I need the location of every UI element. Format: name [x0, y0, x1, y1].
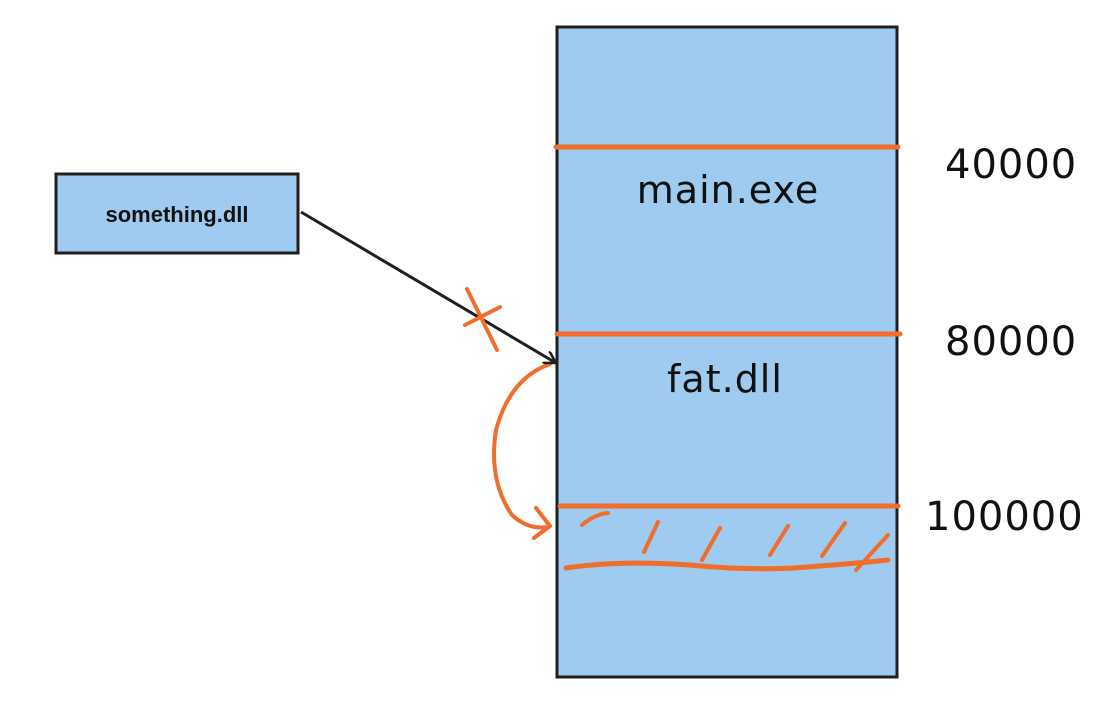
target-region: [557, 503, 901, 572]
hatch-marks: [580, 511, 890, 572]
address-label-fat: 80000: [945, 319, 1077, 365]
memory-column: [555, 25, 899, 679]
address-label-main: 40000: [945, 142, 1077, 188]
external-module-box: something.dll: [54, 172, 300, 255]
fat-module-region: fat.dll: [553, 331, 903, 415]
blocked-load-arrow: [300, 210, 556, 365]
redirect-arrow: [492, 362, 552, 540]
address-label-target: 100000: [925, 494, 1084, 540]
fat-module-label: fat.dll: [667, 357, 783, 401]
main-module-label: main.exe: [637, 168, 819, 212]
blocked-cross-mark: [463, 287, 502, 352]
target-region-bottom-line: [563, 557, 891, 572]
main-module-region: main.exe: [552, 144, 902, 239]
external-module-label: something.dll: [106, 202, 249, 227]
